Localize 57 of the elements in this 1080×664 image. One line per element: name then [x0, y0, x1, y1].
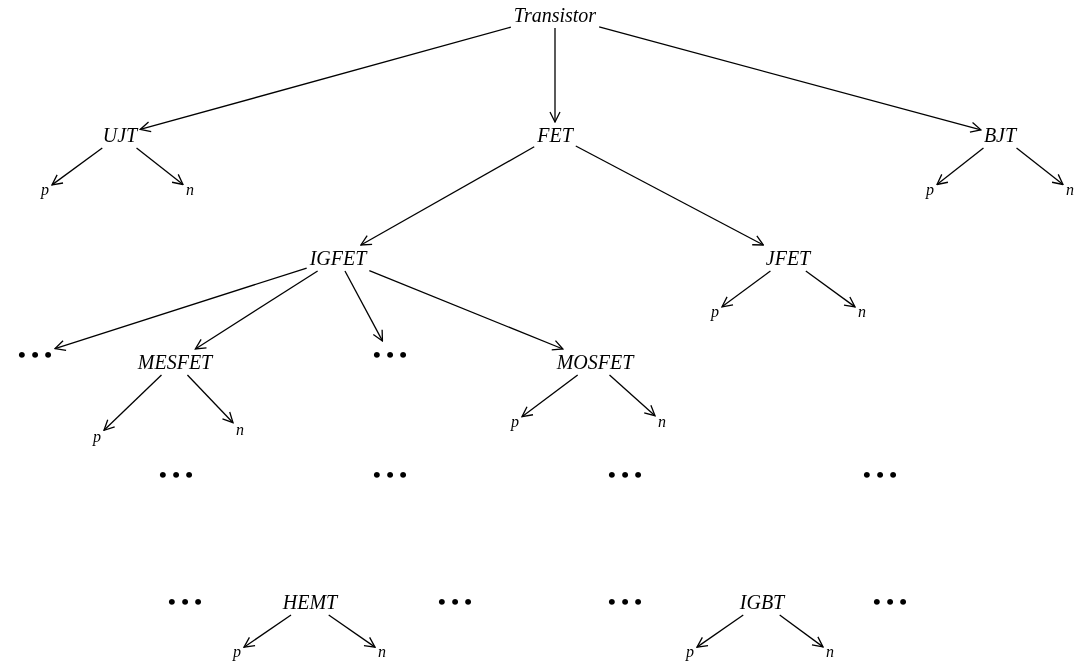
- arrow: [549, 27, 561, 123]
- node-label: p: [233, 643, 241, 661]
- ellipsis: • • •: [372, 462, 408, 488]
- arrow: [779, 614, 824, 648]
- arrow: [243, 614, 292, 648]
- node-label: MOSFET: [556, 351, 634, 373]
- node-label: BJT: [983, 124, 1017, 146]
- arrow: [368, 270, 564, 351]
- node-label: HEMT: [282, 591, 338, 613]
- ellipsis: • • •: [872, 589, 908, 615]
- node-label: Transistor: [513, 4, 597, 26]
- node-label: n: [858, 303, 866, 321]
- arrow: [1015, 147, 1064, 186]
- arrow: [805, 270, 856, 308]
- node-label: FET: [537, 124, 573, 146]
- node-label: n: [826, 643, 834, 661]
- node-label: n: [378, 643, 386, 661]
- ellipsis: • • •: [158, 462, 194, 488]
- node-label: n: [658, 413, 666, 431]
- arrow: [696, 614, 744, 648]
- node-label: p: [41, 181, 49, 199]
- arrow: [139, 26, 512, 133]
- node-label: IGFET: [309, 247, 367, 269]
- arrow: [360, 146, 535, 246]
- arrow: [721, 270, 772, 308]
- arrow: [344, 270, 384, 342]
- arrow: [135, 147, 184, 186]
- ellipsis: • • •: [17, 342, 53, 368]
- ellipsis: • • •: [862, 462, 898, 488]
- arrow: [103, 374, 163, 431]
- node-label: MESFET: [137, 351, 213, 373]
- ellipsis: • • •: [607, 589, 643, 615]
- ellipsis: • • •: [167, 589, 203, 615]
- arrow: [575, 145, 764, 246]
- node-label: n: [186, 181, 194, 199]
- node-label: p: [686, 643, 694, 661]
- node-label: p: [93, 428, 101, 446]
- node-label: p: [711, 303, 719, 321]
- arrow: [608, 374, 656, 417]
- arrow: [194, 270, 319, 350]
- arrow: [186, 374, 234, 424]
- arrow: [521, 374, 579, 418]
- ellipsis: • • •: [437, 589, 473, 615]
- ellipsis: • • •: [372, 342, 408, 368]
- arrow: [54, 267, 308, 351]
- ellipsis: • • •: [607, 462, 643, 488]
- arrow: [598, 26, 982, 133]
- node-label: n: [236, 421, 244, 439]
- node-label: p: [926, 181, 934, 199]
- node-label: n: [1066, 181, 1074, 199]
- node-label: IGBT: [739, 591, 785, 613]
- node-label: UJT: [102, 124, 138, 146]
- arrow: [328, 614, 376, 648]
- node-label: p: [511, 413, 519, 431]
- arrow: [51, 147, 103, 186]
- arrow: [936, 147, 985, 186]
- node-label: JFET: [765, 247, 811, 269]
